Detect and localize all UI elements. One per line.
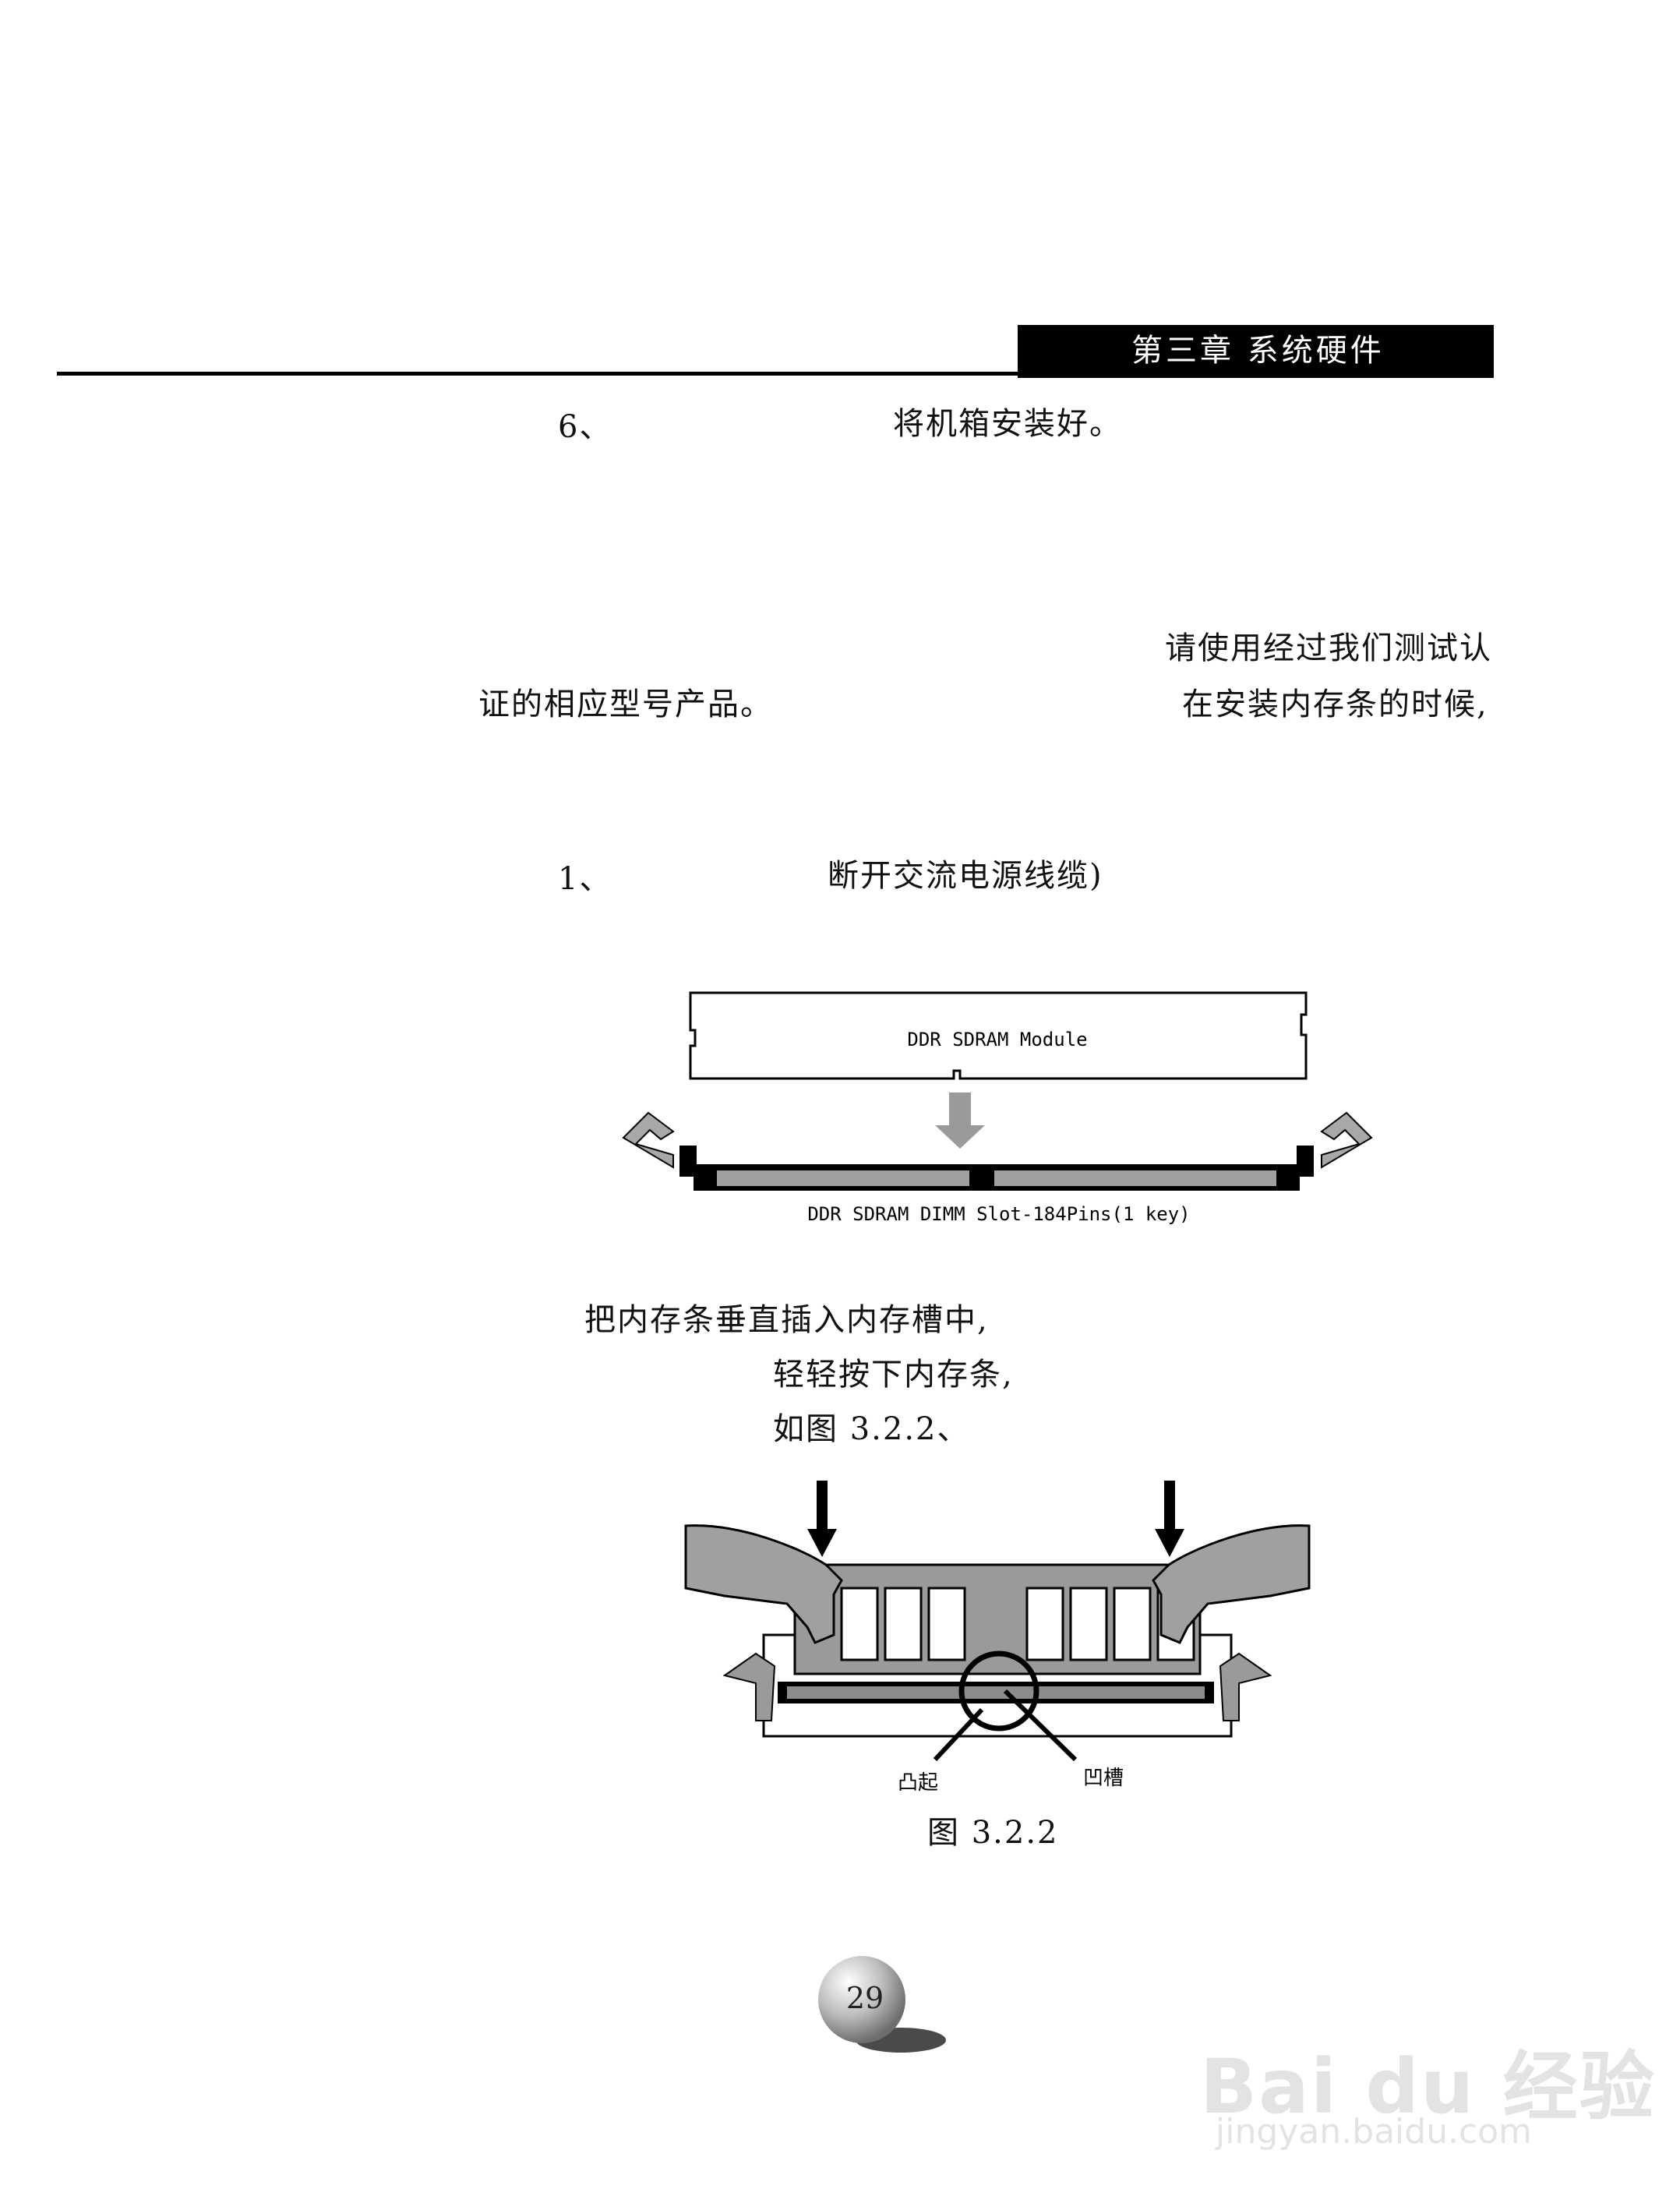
insert-arrow	[935, 1093, 985, 1149]
baidu-watermark-url: jingyan.baidu.com	[1216, 2112, 1533, 2152]
bump-label: 凸起	[898, 1771, 938, 1795]
ddr-module-outline	[689, 991, 1308, 1080]
figure-caption: 图 3.2.2	[927, 1815, 1059, 1851]
step-6-number: 6、	[558, 409, 612, 445]
step-1-number: 1、	[558, 861, 612, 897]
right-push-arrow	[1155, 1481, 1184, 1557]
step-6-text: 将机箱安装好。	[893, 406, 1122, 442]
module-label: DDR SDRAM Module	[907, 1029, 1087, 1050]
right-latch	[1320, 1111, 1373, 1169]
instruction-line-3: 如图 3.2.2、	[773, 1411, 970, 1447]
page-number: 29	[845, 1981, 884, 2015]
paragraph-line-2b: 在安装内存条的时候,	[1182, 687, 1488, 722]
left-latch-2	[722, 1652, 776, 1721]
left-latch	[622, 1111, 675, 1169]
chapter-header-bar	[1018, 325, 1494, 378]
slot-label: DDR SDRAM DIMM Slot-184Pins(1 key)	[807, 1203, 1190, 1225]
right-hand	[1152, 1524, 1311, 1644]
baidu-watermark-logo: Bai du 经验	[1200, 2043, 1656, 2131]
step-1-text: 断开交流电源线缆)	[828, 858, 1103, 894]
ddr-module-slot-diagram: DDR SDRAM Module DDR SDRAM DIMM Slot-184…	[622, 991, 1373, 1225]
key-highlight-circle	[958, 1650, 1039, 1732]
notch-label: 凹槽	[1083, 1767, 1124, 1790]
page-number-badge	[818, 1956, 946, 2053]
paragraph-line-1: 请使用经过我们测试认	[1165, 630, 1492, 666]
module-insertion-diagram: 凸起 凹槽	[684, 1481, 1311, 1795]
left-push-arrow	[807, 1481, 837, 1557]
left-hand	[684, 1524, 843, 1644]
right-latch-2	[1219, 1652, 1272, 1721]
instruction-line-2: 轻轻按下内存条,	[773, 1357, 1014, 1393]
instruction-line-1: 把内存条垂直插入内存槽中,	[584, 1302, 989, 1338]
chapter-title: 第三章 系统硬件	[1131, 333, 1385, 369]
header-rule	[57, 372, 1494, 376]
paragraph-line-2a: 证的相应型号产品。	[478, 687, 773, 722]
